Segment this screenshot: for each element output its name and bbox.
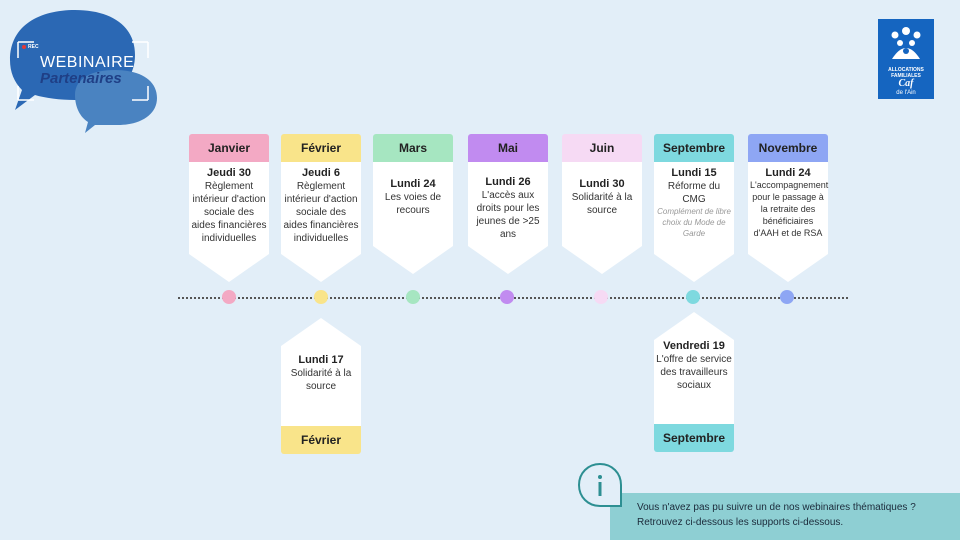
card-septembre-bottom[interactable]: Vendredi 19 L'offre de service des trava… bbox=[654, 312, 734, 452]
card-pointer bbox=[654, 312, 734, 340]
card-pointer bbox=[748, 254, 828, 282]
card-note: Complément de libre choix du Mode de Gar… bbox=[657, 207, 731, 238]
timeline-dot-mai[interactable] bbox=[500, 290, 514, 304]
caf-tagline: ALLOCATIONS FAMILIALES bbox=[888, 67, 924, 79]
card-month: Janvier bbox=[189, 134, 269, 162]
caf-region: de l'Ain bbox=[896, 90, 916, 96]
card-month: Mai bbox=[468, 134, 548, 162]
card-date: Lundi 17 bbox=[298, 354, 344, 366]
caf-brand: Caf bbox=[898, 78, 914, 89]
rec-label: REC bbox=[28, 44, 39, 50]
info-icon[interactable] bbox=[577, 462, 623, 508]
info-line-1: Vous n'avez pas pu suivre un de nos webi… bbox=[637, 502, 916, 513]
timeline-dot-mars[interactable] bbox=[406, 290, 420, 304]
card-date: Lundi 15 bbox=[671, 167, 717, 179]
info-text: Vous n'avez pas pu suivre un de nos webi… bbox=[637, 500, 916, 530]
card-date: Lundi 30 bbox=[579, 178, 625, 190]
card-mars[interactable]: Mars Lundi 24 Les voies de recours bbox=[373, 134, 453, 274]
card-month: Juin bbox=[562, 134, 642, 162]
card-date: Vendredi 19 bbox=[663, 340, 725, 352]
webinaire-logo: REC WEBINAIRE Partenaires bbox=[0, 0, 170, 140]
card-janvier[interactable]: Janvier Jeudi 30 Règlement intérieur d'a… bbox=[189, 134, 269, 282]
card-pointer bbox=[281, 254, 361, 282]
card-fevrier-bottom[interactable]: Lundi 17 Solidarité à la source Février bbox=[281, 318, 361, 454]
card-body: Lundi 26 L'accès aux droits pour les jeu… bbox=[468, 162, 548, 246]
card-desc: Solidarité à la source bbox=[290, 368, 352, 392]
logo-subtitle: Partenaires bbox=[40, 70, 122, 87]
card-desc: L'accès aux droits pour les jeunes de >2… bbox=[476, 190, 540, 240]
card-pointer bbox=[654, 254, 734, 282]
card-date: Lundi 26 bbox=[485, 176, 531, 188]
card-desc: L'offre de service des travailleurs soci… bbox=[656, 354, 732, 391]
timeline-dot-septembre[interactable] bbox=[686, 290, 700, 304]
card-body: Vendredi 19 L'offre de service des trava… bbox=[654, 340, 734, 424]
card-month: Novembre bbox=[748, 134, 828, 162]
card-date: Lundi 24 bbox=[390, 178, 436, 190]
card-pointer bbox=[468, 246, 548, 274]
caf-logo: ALLOCATIONS FAMILIALES Caf de l'Ain bbox=[878, 19, 934, 99]
timeline-dot-juin[interactable] bbox=[594, 290, 608, 304]
card-date: Lundi 24 bbox=[765, 167, 811, 179]
card-month: Septembre bbox=[654, 424, 734, 452]
timeline-dot-novembre[interactable] bbox=[780, 290, 794, 304]
card-pointer bbox=[281, 318, 361, 346]
card-body: Lundi 30 Solidarité à la source bbox=[562, 162, 642, 246]
card-month: Février bbox=[281, 426, 361, 454]
card-fevrier[interactable]: Février Jeudi 6 Règlement intérieur d'ac… bbox=[281, 134, 361, 282]
card-desc: Les voies de recours bbox=[384, 192, 442, 216]
card-septembre[interactable]: Septembre Lundi 15 Réforme du CMG Complé… bbox=[654, 134, 734, 282]
card-juin[interactable]: Juin Lundi 30 Solidarité à la source bbox=[562, 134, 642, 274]
card-desc: Règlement intérieur d'action sociale des… bbox=[283, 181, 359, 244]
card-date: Jeudi 30 bbox=[206, 167, 252, 179]
info-line-2: Retrouvez ci-dessous les supports ci-des… bbox=[637, 517, 844, 528]
card-mai[interactable]: Mai Lundi 26 L'accès aux droits pour les… bbox=[468, 134, 548, 274]
card-pointer bbox=[562, 246, 642, 274]
rec-indicator: REC bbox=[22, 44, 39, 50]
card-body: Jeudi 6 Règlement intérieur d'action soc… bbox=[281, 162, 361, 254]
speech-bubbles-icon bbox=[10, 10, 157, 133]
card-novembre[interactable]: Novembre Lundi 24 L'accompagnement pour … bbox=[748, 134, 828, 282]
info-banner bbox=[610, 493, 960, 540]
card-body: Jeudi 30 Règlement intérieur d'action so… bbox=[189, 162, 269, 254]
record-icon bbox=[22, 44, 26, 49]
card-date: Jeudi 6 bbox=[302, 167, 340, 179]
card-month: Septembre bbox=[654, 134, 734, 162]
card-desc: L'accompagnement pour le passage à la re… bbox=[750, 180, 829, 238]
card-body: Lundi 17 Solidarité à la source bbox=[281, 346, 361, 426]
card-month: Mars bbox=[373, 134, 453, 162]
card-pointer bbox=[189, 254, 269, 282]
card-desc: Solidarité à la source bbox=[571, 192, 633, 216]
card-body: Lundi 24 L'accompagnement pour le passag… bbox=[748, 162, 828, 254]
timeline-dot-fevrier[interactable] bbox=[314, 290, 328, 304]
card-desc: Règlement intérieur d'action sociale des… bbox=[191, 181, 267, 244]
card-desc: Réforme du CMG bbox=[667, 181, 721, 205]
family-icon bbox=[891, 27, 921, 59]
card-month: Février bbox=[281, 134, 361, 162]
card-body: Lundi 15 Réforme du CMG Complément de li… bbox=[654, 162, 734, 254]
card-body: Lundi 24 Les voies de recours bbox=[373, 162, 453, 246]
timeline-dot-janvier[interactable] bbox=[222, 290, 236, 304]
logo-title: WEBINAIRE bbox=[40, 54, 135, 71]
card-pointer bbox=[373, 246, 453, 274]
